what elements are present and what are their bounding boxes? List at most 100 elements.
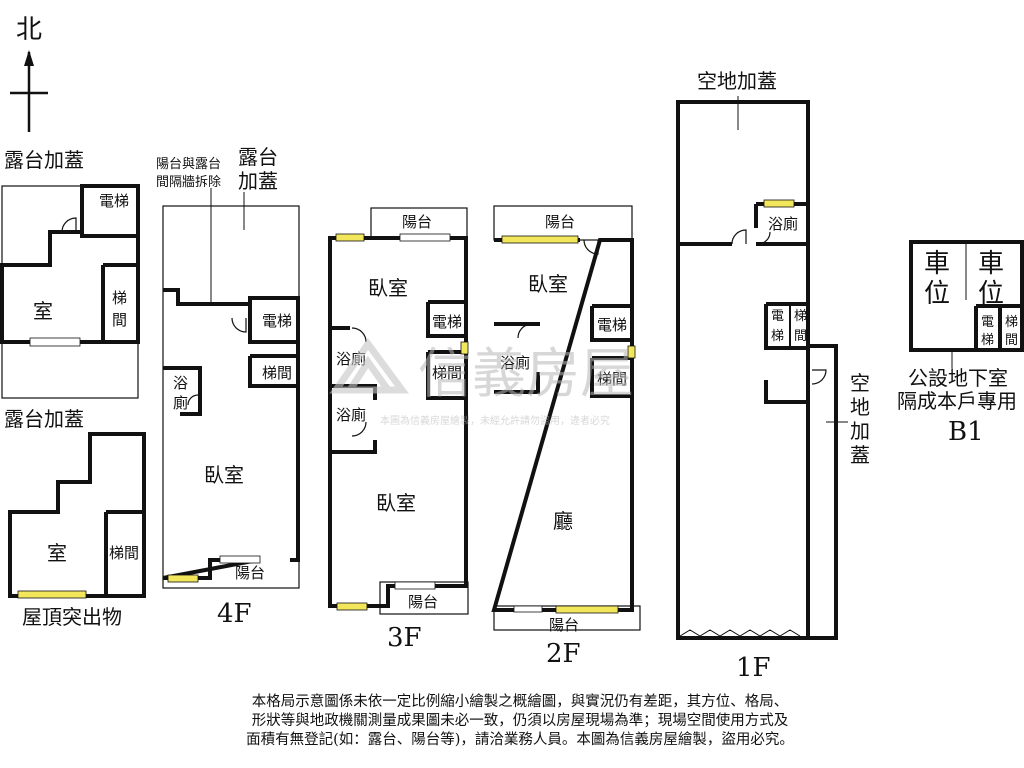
b1-floor-name: B1 <box>948 417 984 447</box>
f4-main-walls <box>162 288 300 580</box>
f1-folding-door-icon <box>679 629 801 637</box>
f1-door-icon-3 <box>811 369 827 385</box>
f1-side-label-2: 地 <box>850 395 870 419</box>
f3-elevator-label: 電梯 <box>432 313 462 331</box>
b1-caption-1: 公設地下室 <box>908 366 1008 390</box>
roof-terrace-top-label: 露台加蓋 <box>4 148 84 172</box>
f1-side-label-1: 空 <box>850 371 870 395</box>
f3-bottom-balcony-door-icon <box>394 581 436 590</box>
watermark-line: 本圖為信義房屋繪製，未經允許請勿盜用，違者必究 <box>380 414 610 427</box>
f4-core-walls <box>248 298 298 388</box>
f3-bath-walls <box>330 326 377 454</box>
roof-stairs2-label: 梯間 <box>109 544 139 562</box>
f1-bath-walls <box>678 202 808 246</box>
f2-side-window-icon <box>627 345 636 359</box>
f4-balcony-door-icon <box>219 555 261 564</box>
f1-door-icon-2 <box>757 231 771 245</box>
f3-balcony-top-label: 陽台 <box>402 213 432 231</box>
f1-core-walls <box>764 302 808 404</box>
f2-top-window-icon <box>501 235 579 244</box>
f4-note-line1: 陽台與露台 <box>156 157 221 172</box>
f4-stairs-label: 梯間 <box>262 364 292 382</box>
f3-stairs-label: 梯間 <box>432 364 462 382</box>
f3-door-icon-2 <box>351 421 367 437</box>
f1-floor-name: 1F <box>736 653 771 683</box>
f4-bedroom-label: 臥室 <box>204 463 244 487</box>
b1-stairs-label-2: 間 <box>1005 333 1018 348</box>
f1-side-walls <box>808 344 838 640</box>
f2-living-label: 廳 <box>553 509 573 533</box>
f1-bath-label: 浴廁 <box>768 215 798 233</box>
f1-window-icon <box>763 199 795 208</box>
f1-stairs-label-1: 梯 <box>794 309 807 324</box>
f2-bath-label: 浴廁 <box>500 354 530 372</box>
f2-bedroom-label: 臥室 <box>528 272 568 296</box>
watermark: 信義房屋 本圖為信義房屋繪製，未經允許請勿盜用，違者必究 <box>329 337 634 427</box>
b1-parking2-label-1: 車 <box>978 249 1004 279</box>
f1-stairs-label-2: 間 <box>794 329 807 344</box>
f4-door-icon <box>231 317 247 333</box>
f2-door-icon <box>583 239 599 255</box>
f1-elevator-label-1: 電 <box>771 309 784 324</box>
f1-main-walls <box>676 100 810 640</box>
f3-bedroom1-label: 臥室 <box>368 276 408 300</box>
floor-3f: 陽台 臥室 電梯 浴廁 梯間 浴廁 臥室 陽台 3F <box>328 207 469 653</box>
f3-bath2-label: 浴廁 <box>336 406 366 424</box>
f3-top-balcony-door-icon <box>399 233 451 242</box>
roof-elevator-1: 電梯 <box>99 192 129 210</box>
f3-bedroom2-label: 臥室 <box>376 491 416 515</box>
f2-balcony-top-label: 陽台 <box>545 213 575 231</box>
roof-terrace-bottom-label: 露台加蓋 <box>4 407 84 431</box>
b1-elevator-label-2: 梯 <box>981 333 994 348</box>
b1-stairs-label-1: 梯 <box>1005 315 1018 330</box>
f1-side-label-4: 蓋 <box>850 443 870 467</box>
f1-side-label-3: 加 <box>850 419 870 443</box>
f4-window-icon <box>167 574 199 583</box>
f2-bath-door-icon <box>517 323 533 339</box>
disclaimer-line-1: 本格局示意圖係未依一定比例縮小繪製之概繪圖，與實況仍有差距，其方位、格局、 <box>251 694 789 710</box>
f2-balcony-bottom-label: 陽台 <box>549 616 579 634</box>
f3-bottom-window-icon <box>336 602 368 611</box>
f2-elevator-label: 電梯 <box>597 316 627 334</box>
b1-caption-2: 隔成本戶專用 <box>897 389 1017 413</box>
b1-core-walls <box>974 304 1022 350</box>
f2-bath-walls <box>494 322 540 394</box>
b1-parking2-label-2: 位 <box>978 279 1004 309</box>
roof-door-icon <box>61 217 77 233</box>
f4-bath-walls <box>163 366 202 416</box>
floor-1f: 空地加蓋 浴廁 電 梯 梯 間 空 地 加 蓋 1F <box>676 69 870 683</box>
watermark-logo-icon <box>329 337 409 394</box>
floor-b1: 車 位 車 位 電 梯 梯 間 公設地下室 隔成本戶專用 B1 <box>897 240 1024 447</box>
floor-2f: 陽台 臥室 電梯 浴廁 梯間 廳 陽台 2F <box>491 205 641 669</box>
f3-core-walls <box>426 300 466 400</box>
roof-window-icon <box>29 337 81 347</box>
b1-elevator-label-1: 電 <box>981 315 994 330</box>
f3-side-window-icon <box>460 341 469 355</box>
roof-room-label: 室 <box>33 299 53 323</box>
north-label: 北 <box>16 15 42 45</box>
roof-elevator-walls <box>80 186 138 238</box>
f4-bath-label-2: 廁 <box>173 394 188 412</box>
b1-parking1-label-1: 車 <box>924 249 950 279</box>
f4-terrace-label-1: 露台 <box>238 145 278 169</box>
f4-floor-name: 4F <box>217 599 252 629</box>
f4-bath-label-1: 浴 <box>173 374 188 392</box>
f1-top-label: 空地加蓋 <box>697 69 777 93</box>
f2-bottom-window-icon <box>555 605 619 614</box>
f2-floor-name: 2F <box>546 639 581 669</box>
f1-door-icon-1 <box>731 229 747 245</box>
watermark-brand: 信義房屋 <box>418 342 634 405</box>
compass: 北 <box>10 15 48 132</box>
f4-terrace-label-2: 加蓋 <box>238 169 278 193</box>
north-arrow-icon <box>24 50 34 66</box>
f3-main-walls <box>328 236 468 608</box>
f4-note-line2: 間隔牆拆除 <box>156 175 221 190</box>
roof-lower-walls <box>8 432 146 598</box>
f3-floor-name: 3F <box>387 623 422 653</box>
disclaimer-line-2: 形狀等與地政機關測量成果圖未必一致，仍須以房屋現場為準；現場空間使用方式及 <box>251 713 789 729</box>
f4-balcony-label: 陽台 <box>235 564 265 582</box>
disclaimer: 本格局示意圖係未依一定比例縮小繪製之概繪圖，與實況仍有差距，其方位、格局、 形狀… <box>100 693 940 750</box>
f3-top-window-icon <box>335 233 365 242</box>
roof-floor-name: 屋頂突出物 <box>22 605 122 629</box>
